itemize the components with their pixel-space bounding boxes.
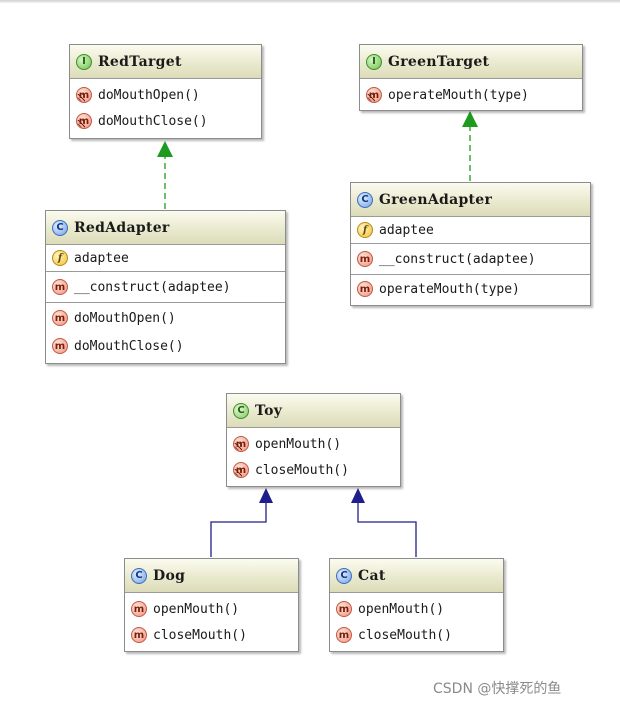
window-top-edge xyxy=(0,0,620,3)
method-icon: m xyxy=(336,627,352,643)
abstract-class-icon: C xyxy=(233,402,249,419)
interface-icon: I xyxy=(76,53,92,70)
class-header: C RedAdapter xyxy=(46,211,285,245)
class-name: RedAdapter xyxy=(74,219,170,236)
abstract-method-icon: m xyxy=(76,113,92,129)
class-name: RedTarget xyxy=(98,53,182,70)
inheritance-arrowhead-cat xyxy=(351,488,365,503)
field-icon: f xyxy=(357,222,373,238)
method-row[interactable]: m__construct(adaptee) xyxy=(351,246,590,272)
class-name: Dog xyxy=(153,567,186,584)
class-header: I RedTarget xyxy=(70,45,261,79)
field-icon: f xyxy=(52,250,68,266)
method-icon: m xyxy=(52,310,68,326)
method-row[interactable]: m__construct(adaptee) xyxy=(46,274,285,300)
method-icon: m xyxy=(357,251,373,267)
class-icon: C xyxy=(336,567,352,584)
class-name: GreenAdapter xyxy=(379,191,493,208)
method-icon: m xyxy=(336,601,352,617)
method-icon: m xyxy=(52,279,68,295)
class-header: C Cat xyxy=(330,559,503,593)
class-header: I GreenTarget xyxy=(360,45,582,79)
inheritance-arrowhead-dog xyxy=(259,488,273,503)
abstract-method-icon: m xyxy=(76,87,92,103)
class-header: C Dog xyxy=(125,559,298,593)
method-icon: m xyxy=(131,627,147,643)
class-name: GreenTarget xyxy=(388,53,490,70)
abstract-method-icon: m xyxy=(233,462,249,478)
abstract-method-icon: m xyxy=(233,436,249,452)
class-header: C Toy xyxy=(227,394,400,428)
abstract-method-icon: m xyxy=(366,87,382,103)
realization-arrowhead-green xyxy=(462,111,478,127)
method-icon: m xyxy=(131,601,147,617)
class-name: Cat xyxy=(358,567,386,584)
interface-icon: I xyxy=(366,53,382,70)
method-icon: m xyxy=(52,338,68,354)
inheritance-line-cat xyxy=(357,503,417,557)
constructors-section: m__construct(adaptee) xyxy=(351,244,590,275)
realization-arrowhead-red xyxy=(157,141,173,157)
class-icon: C xyxy=(131,567,147,584)
class-name: Toy xyxy=(255,402,283,419)
method-icon: m xyxy=(357,281,373,297)
class-header: C GreenAdapter xyxy=(351,183,590,217)
constructors-section: m__construct(adaptee) xyxy=(46,272,285,303)
class-icon: C xyxy=(52,219,68,236)
inheritance-line-dog xyxy=(210,503,267,557)
class-icon: C xyxy=(357,191,373,208)
watermark: CSDN @快撑死的鱼 xyxy=(433,681,562,697)
